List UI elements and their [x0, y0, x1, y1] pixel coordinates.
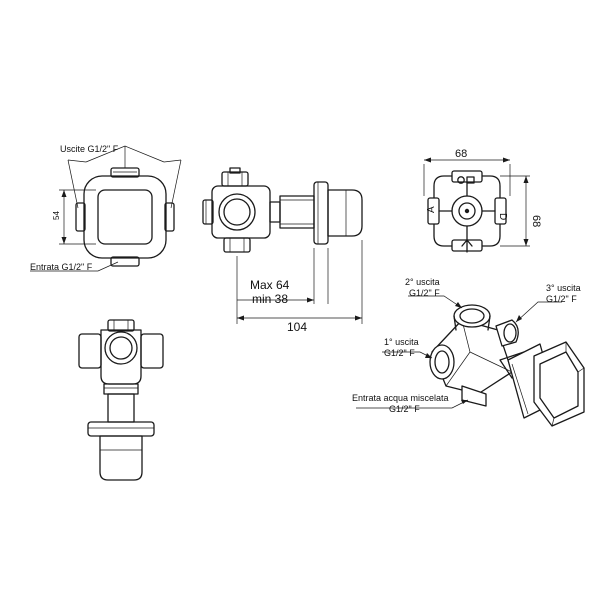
rear-view-body	[433, 175, 501, 247]
label-dim-104: 104	[287, 320, 307, 334]
rear-view-marker-right	[466, 176, 475, 184]
label-dim-54: 54	[52, 211, 61, 220]
top-view-right-outlet	[140, 333, 164, 369]
out3-leader	[515, 301, 562, 323]
side-view-bottom-inlet	[223, 237, 251, 253]
label-out3-b: G1/2" F	[546, 294, 577, 304]
label-mix-a: Entrata acqua miscelata	[352, 393, 449, 403]
top-view-flange	[87, 421, 155, 437]
side-view-neck	[269, 201, 281, 223]
out2-leader	[408, 295, 463, 309]
side-view-top-outlet	[221, 171, 249, 187]
label-out1-a: 1° uscita	[384, 337, 419, 347]
label-dim-68-h: 68	[455, 148, 467, 160]
port-letter-right: D	[497, 213, 508, 220]
label-min: min 38	[252, 292, 288, 306]
front-view-bottom-inlet	[110, 256, 140, 267]
side-view-top-cap	[229, 167, 241, 174]
front-view-right-outlet	[164, 202, 175, 232]
top-view-neck	[103, 383, 139, 395]
label-out2-b: G1/2" F	[409, 288, 440, 298]
side-view-spindle	[279, 195, 315, 229]
port-letter-left: A	[426, 206, 437, 213]
label-mix-b: G1/2" F	[389, 404, 420, 414]
side-view-left-nub	[202, 199, 214, 225]
iso-inlet	[461, 385, 487, 407]
annotations: Uscite G1/2" F Entrata G1/2" F 54 68 68 …	[30, 144, 581, 414]
side-view	[202, 167, 363, 324]
top-view-handle	[99, 435, 143, 481]
iso-outlet-1	[429, 344, 455, 380]
iso-outlet-3	[495, 319, 519, 347]
label-inlet: Entrata G1/2" F	[30, 262, 93, 272]
rear-view-bore	[458, 202, 476, 220]
label-max: Max 64	[250, 278, 290, 292]
isometric-view	[356, 295, 585, 427]
side-view-handle	[327, 189, 363, 237]
label-out2-a: 2° uscita	[405, 277, 440, 287]
top-view	[78, 319, 164, 481]
front-view-left-outlet	[75, 202, 86, 232]
rear-view: A D	[423, 157, 530, 253]
side-view-flange	[313, 181, 329, 245]
front-view	[30, 145, 182, 272]
top-view-outlet-bore	[109, 336, 133, 360]
top-view-left-outlet	[78, 333, 102, 369]
front-view-face	[97, 189, 153, 245]
top-view-spindle	[107, 393, 135, 423]
label-out1-b: G1/2" F	[384, 348, 415, 358]
top-view-top-hex	[107, 319, 135, 332]
side-view-outlet-bore	[223, 198, 251, 226]
front-view-body	[83, 175, 167, 259]
rear-view-marker-left	[457, 176, 465, 184]
top-view-outlet-ring	[104, 331, 138, 365]
rear-view-bottom-arrow-icon	[461, 239, 473, 253]
label-outlets: Uscite G1/2" F	[60, 144, 119, 154]
label-dim-68-v: 68	[530, 215, 542, 227]
label-out3-a: 3° uscita	[546, 283, 581, 293]
inlet-leader	[30, 261, 119, 272]
side-view-outlet-ring	[218, 193, 256, 231]
